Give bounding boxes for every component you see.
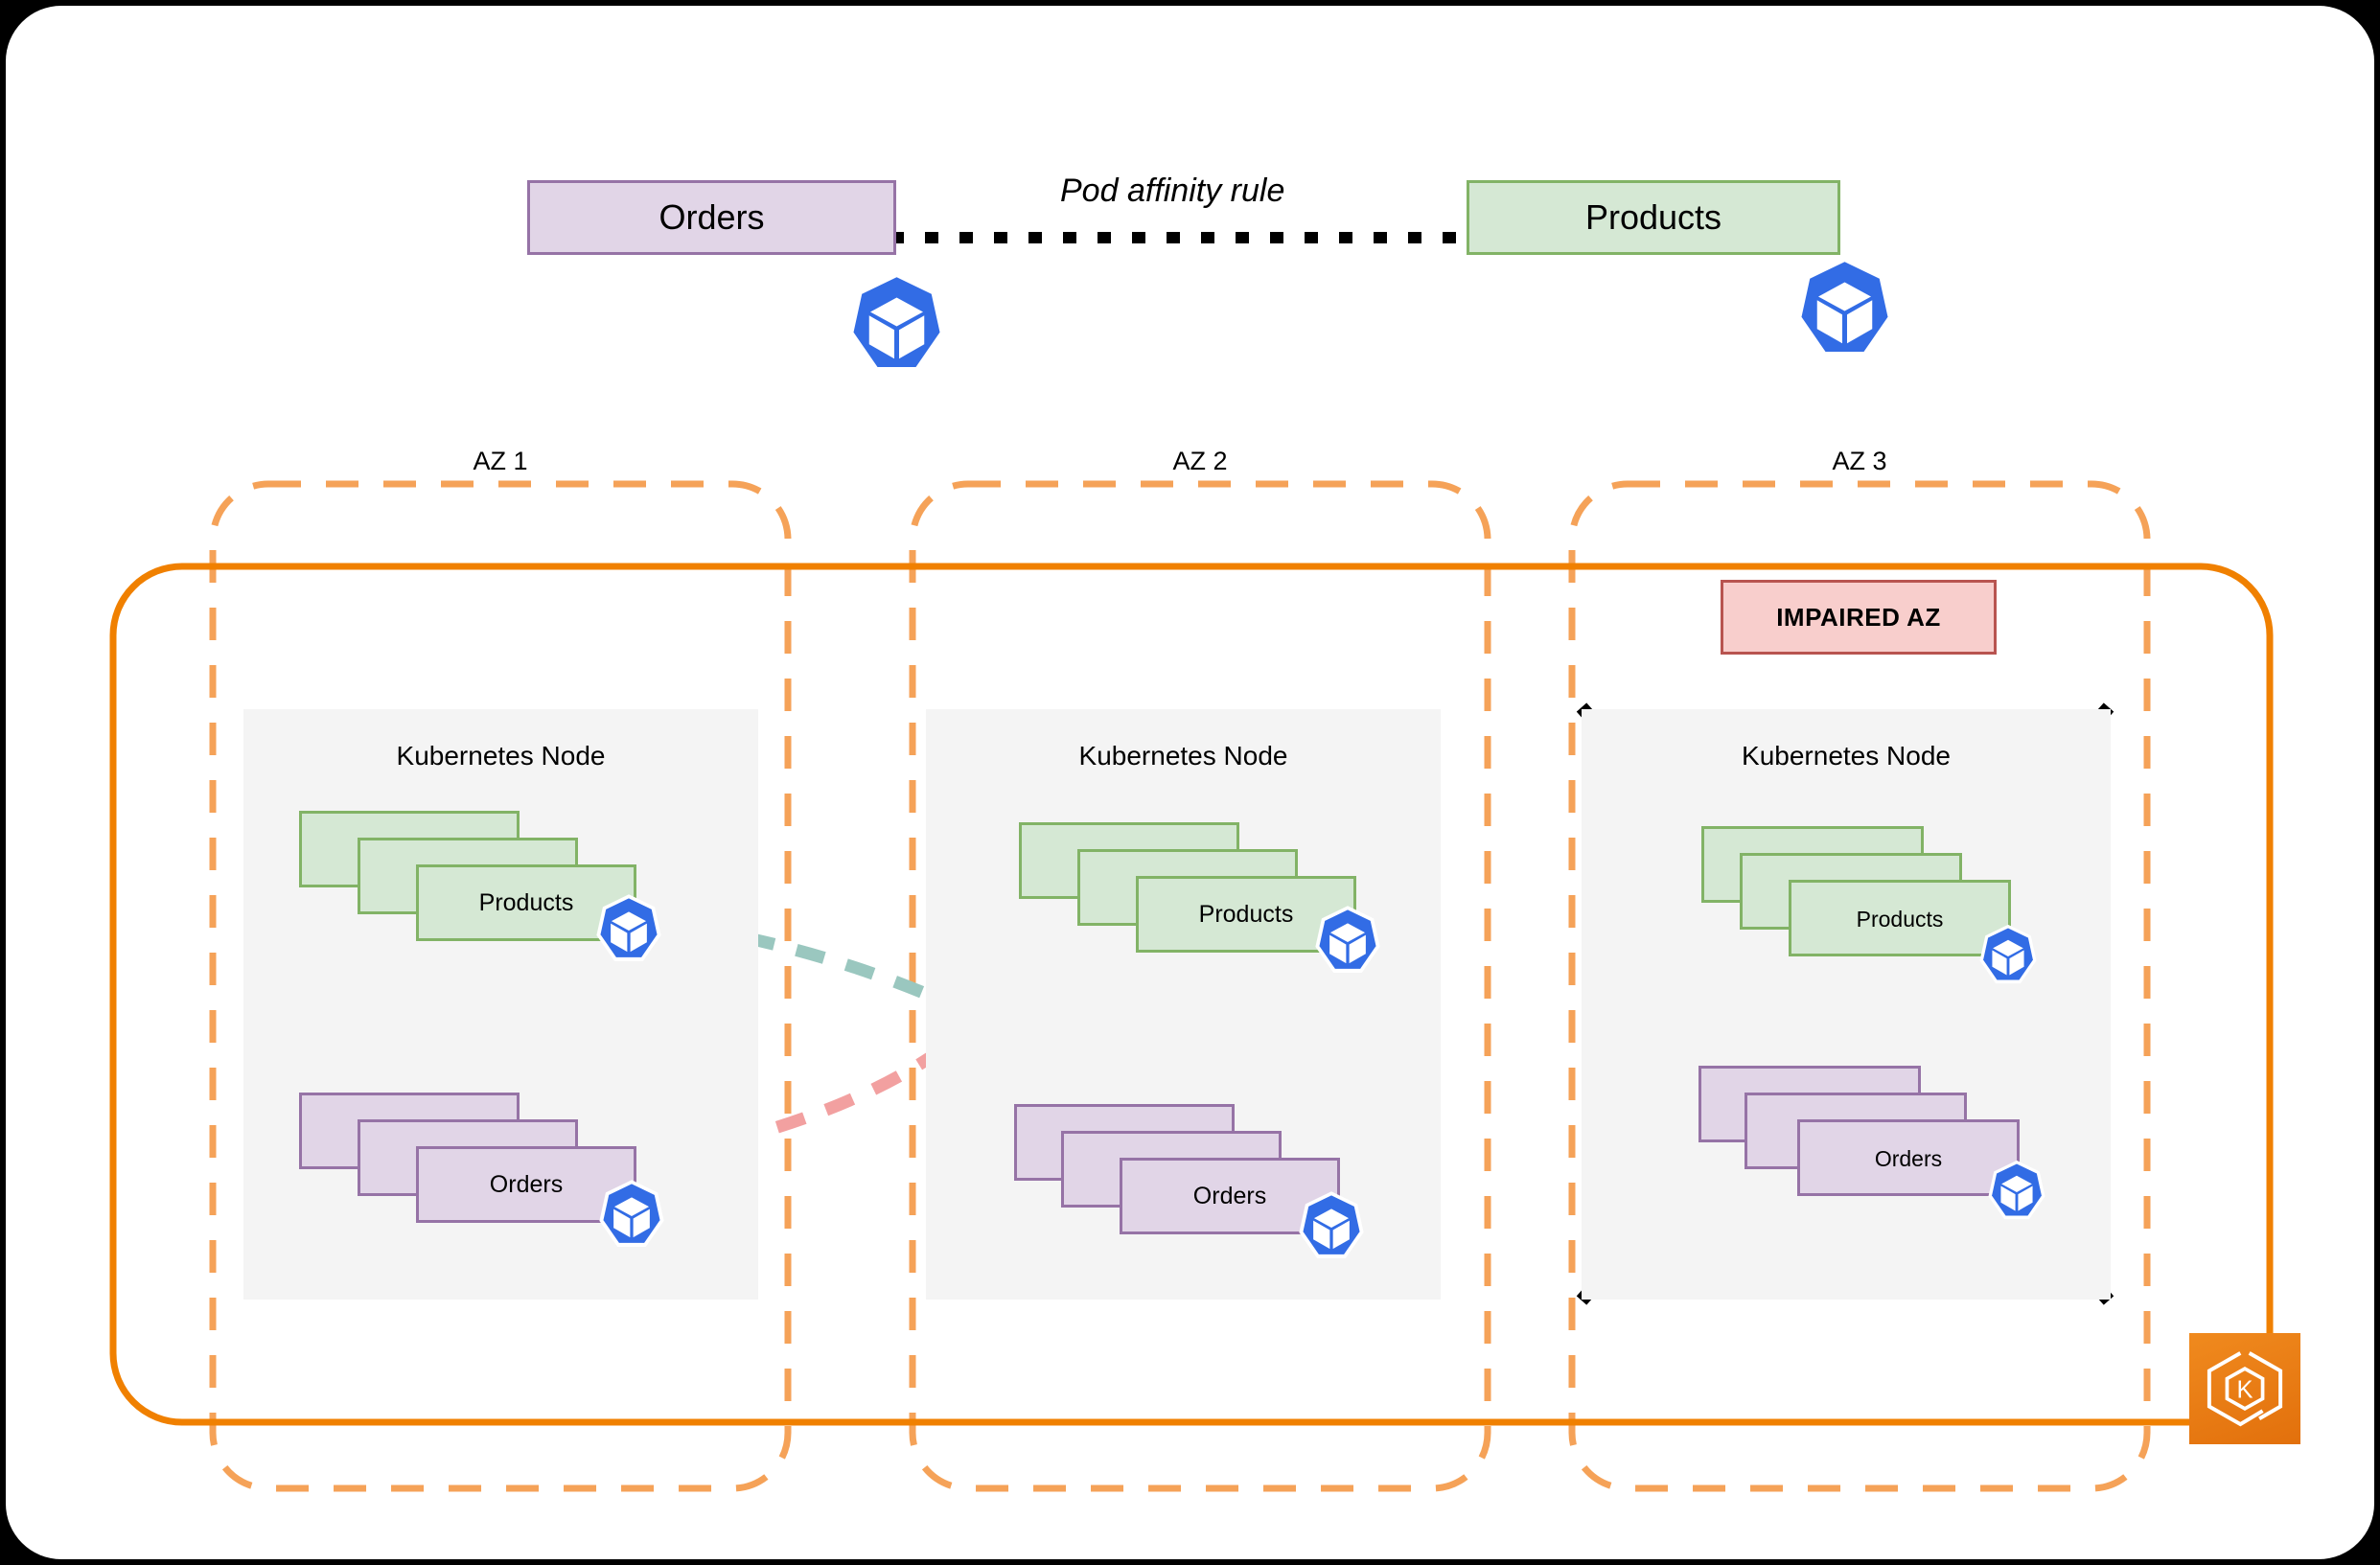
kubernetes-icon [1292, 1188, 1371, 1267]
az-1-node-title: Kubernetes Node [396, 741, 606, 771]
impaired-az-badge: IMPAIRED AZ [1721, 580, 1997, 655]
az-3-orders-pod[interactable]: Orders [1797, 1119, 2020, 1196]
az-1-orders-label: Orders [489, 1171, 564, 1198]
az-2-node-title: Kubernetes Node [1078, 741, 1288, 771]
impaired-az-label: IMPAIRED AZ [1776, 602, 1941, 632]
az-3-products-label: Products [1856, 907, 1944, 932]
kubernetes-icon [592, 1177, 671, 1255]
kubernetes-icon [1974, 922, 2043, 991]
az-3-node-panel: Kubernetes Node [1582, 709, 2111, 1300]
pod-affinity-rule-label: Pod affinity rule [1060, 173, 1285, 209]
az-3-title: AZ 3 [1832, 447, 1887, 475]
az-2-title: AZ 2 [1172, 447, 1228, 475]
app-box-products[interactable]: Products [1467, 180, 1840, 255]
az-2-products-label: Products [1198, 901, 1294, 928]
app-box-products-label: Products [1584, 197, 1722, 237]
karpenter-logo: K [2189, 1333, 2300, 1444]
kubernetes-icon [1785, 251, 1905, 371]
app-box-orders-label: Orders [659, 197, 765, 237]
app-box-orders[interactable]: Orders [527, 180, 896, 255]
az-3-orders-label: Orders [1874, 1146, 1943, 1171]
az-2-products-pod[interactable]: Products [1136, 876, 1356, 953]
kubernetes-icon [837, 266, 957, 386]
az-3-node-title: Kubernetes Node [1742, 741, 1951, 771]
kubernetes-icon [1308, 903, 1387, 981]
az-1-node-panel: Kubernetes Node [243, 709, 758, 1300]
az-2-orders-label: Orders [1192, 1183, 1267, 1209]
az-3-products-pod[interactable]: Products [1789, 880, 2011, 956]
karpenter-logo-letter: K [2236, 1376, 2253, 1403]
az-1-products-label: Products [478, 889, 574, 916]
kubernetes-icon [1982, 1158, 2051, 1227]
kubernetes-icon [589, 891, 668, 970]
az-1-orders-pod[interactable]: Orders [416, 1146, 636, 1223]
az-1-title: AZ 1 [473, 447, 528, 475]
